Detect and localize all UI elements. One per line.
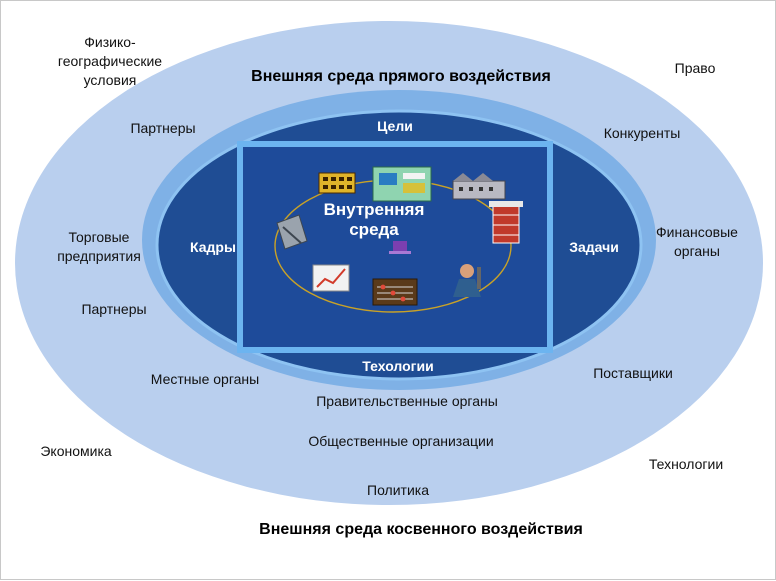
factor-trade-enterprises: Торговые предприятия (57, 229, 141, 264)
factor-technology: Технологии (648, 456, 724, 472)
internal-personnel: Кадры (190, 239, 236, 255)
core-label-line1: Внутренняя (323, 200, 425, 219)
factory-icon (452, 173, 506, 200)
tools-icon (276, 214, 308, 250)
factor-politics: Политика (367, 482, 429, 498)
factor-economy: Экономика (40, 443, 112, 459)
factor-suppliers: Поставщики (593, 365, 673, 381)
factor-competitors: Конкуренты (603, 125, 681, 141)
factor-public-organizations: Общественные организации (308, 433, 494, 449)
worker-icon (453, 264, 481, 297)
core-label-line2: среда (349, 220, 399, 239)
abacus-icon (372, 278, 418, 306)
internal-technologies: Техологии (362, 358, 434, 374)
factor-partners-top: Партнеры (130, 120, 196, 136)
building-icon (318, 172, 356, 194)
factor-partners-bottom: Партнеры (81, 301, 147, 317)
factor-financial-bodies: Финансовые органы (656, 224, 738, 259)
factor-physio-geographic: Физико-географические условия (57, 34, 163, 88)
chart-icon (312, 264, 350, 292)
brick-chimney-icon (489, 201, 523, 244)
factor-local-authorities: Местные органы (150, 371, 260, 387)
internal-tasks: Задачи (569, 239, 619, 255)
internal-goals: Цели (377, 118, 413, 134)
title-indirect-environment: Внешняя среда косвенного воздействия (259, 521, 583, 538)
machine-icon (372, 166, 432, 202)
laptop-icon (389, 241, 411, 254)
title-direct-environment: Внешняя среда прямого воздействия (251, 68, 551, 85)
factor-government-bodies: Правительственные органы (316, 393, 498, 409)
factor-law: Право (674, 60, 716, 76)
